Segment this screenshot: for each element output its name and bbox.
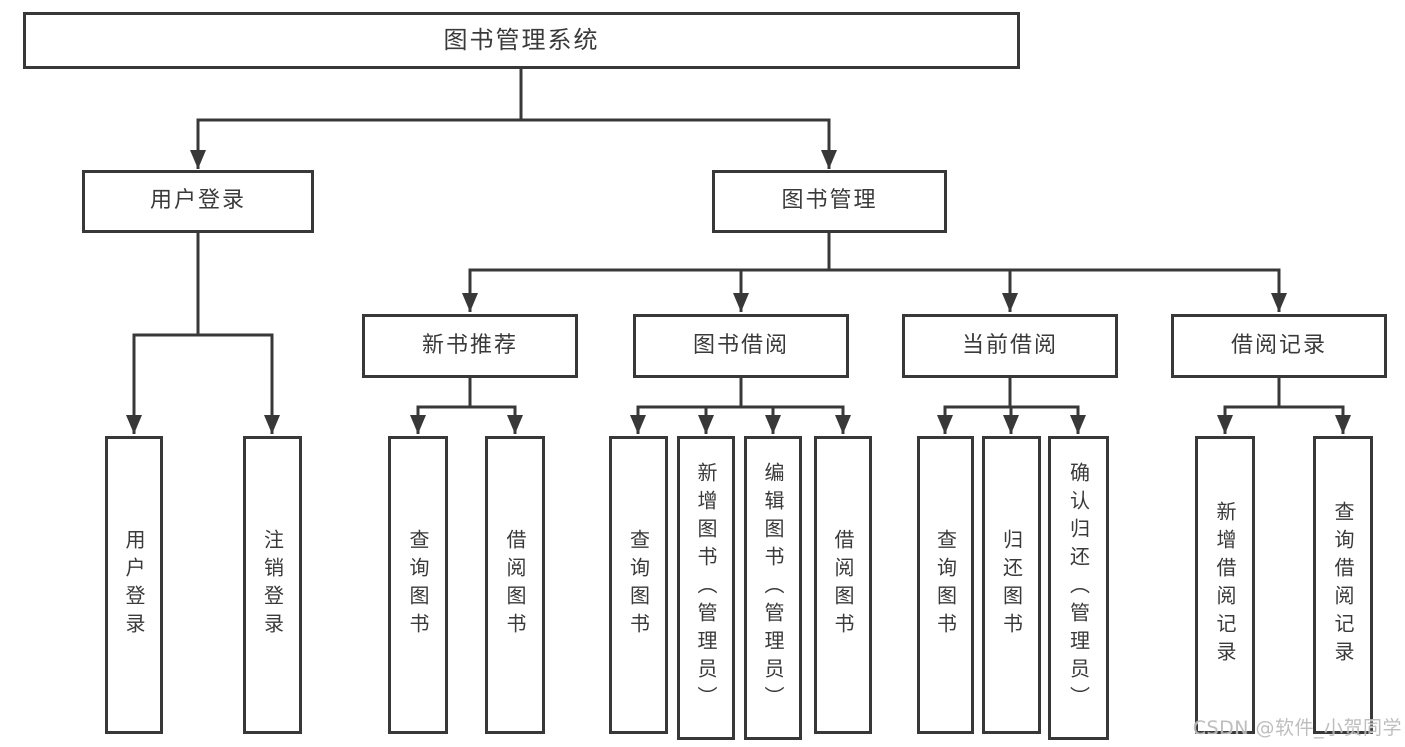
- leaf-query-book-borrow: 查询图书: [609, 436, 668, 734]
- leaf-query-book-current: 查询图书: [917, 436, 974, 734]
- leaf-return-book: 归还图书: [982, 436, 1041, 734]
- leaf-confirm-return-admin: 确认归还（管理员）: [1048, 436, 1109, 740]
- csdn-watermark: CSDN @软件_小贺同学: [1192, 717, 1402, 739]
- leaf-query-borrow-record: 查询借阅记录: [1313, 436, 1373, 734]
- leaf-add-borrow-record: 新增借阅记录: [1195, 436, 1255, 734]
- node-book-management: 图书管理: [712, 170, 947, 233]
- node-borrow-records: 借阅记录: [1171, 314, 1387, 378]
- leaf-borrow-book-recommend: 借阅图书: [485, 436, 545, 734]
- leaf-logout: 注销登录: [243, 436, 302, 734]
- node-root-library-system: 图书管理系统: [23, 12, 1020, 69]
- leaf-query-book-recommend: 查询图书: [388, 436, 448, 734]
- node-book-borrow: 图书借阅: [633, 314, 849, 378]
- node-user-login: 用户登录: [82, 170, 314, 233]
- leaf-edit-book-admin: 编辑图书（管理员）: [744, 436, 802, 740]
- leaf-user-login: 用户登录: [105, 436, 163, 734]
- leaf-borrow-book: 借阅图书: [814, 436, 872, 734]
- leaf-add-book-admin: 新增图书（管理员）: [677, 436, 735, 740]
- node-current-borrow: 当前借阅: [902, 314, 1118, 378]
- node-new-book-recommend: 新书推荐: [362, 314, 578, 378]
